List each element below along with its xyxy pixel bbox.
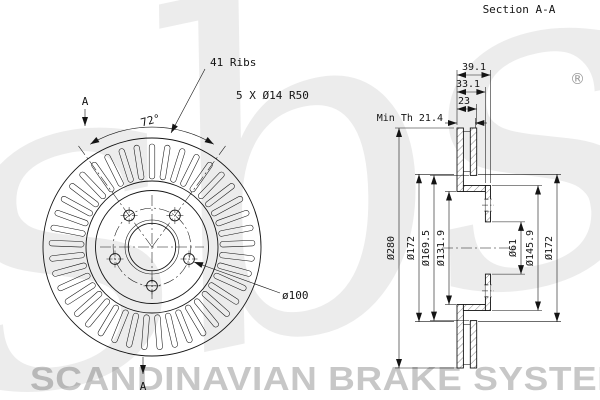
outboard-plate-bottom [456, 304, 464, 369]
hat-inner-label: Ø131.9 [435, 230, 447, 266]
disc-thickness-label: 23 [458, 96, 470, 107]
bolt-circle-leader-line [193, 261, 281, 294]
ribs-leader-line [170, 68, 206, 134]
bolt-pattern-label: 5 X Ø14 R50 [236, 89, 309, 102]
inboard-plate-bottom [469, 320, 478, 369]
friction-inner-right-label: Ø172 [543, 236, 555, 260]
friction-inner-circle [85, 180, 219, 314]
section-view: 39.1 33.1 23 Min Th 21.4 [377, 62, 561, 369]
hat-wall-bottom [462, 304, 486, 311]
center-bore-label: Ø61 [507, 239, 519, 257]
hat-width-label: 33.1 [456, 79, 480, 90]
diameter-dimensions-right: Ø61 Ø145.9 Ø172 [478, 174, 561, 322]
footer-watermark-text: SCANDINAVIAN BRAKE SYSTEMS [30, 360, 600, 397]
outboard-plate-top [456, 127, 464, 192]
min-thickness-label: Min Th 21.4 [377, 113, 443, 124]
flange-bolt-holes-hidden [482, 198, 494, 298]
registered-trademark-symbol: ® [570, 70, 585, 88]
hub-circle [95, 190, 209, 304]
diameter-dimensions-left: Ø280 Ø172 Ø169.5 Ø131.9 [385, 127, 469, 369]
section-marker-top-label: A [82, 95, 89, 108]
ribs-label: 41 Ribs [210, 56, 256, 69]
inboard-inner-label: Ø169.5 [420, 230, 432, 266]
angle-dimension-arc [90, 126, 214, 145]
front-view: 72° 41 Ribs 5 X Ø14 R50 ø100 A A [42, 56, 309, 393]
outer-dia-label: Ø280 [385, 236, 397, 260]
vent-vane-edges [463, 131, 471, 365]
angle-label: 72° [139, 112, 162, 130]
hat-wall-top [462, 185, 486, 192]
total-width-label: 39.1 [462, 62, 486, 73]
bolt-circle-label: ø100 [282, 289, 309, 302]
hat-outer-label: Ø145.9 [524, 230, 536, 266]
diameter-extension-lines-right [478, 174, 561, 322]
front-view-centerlines [77, 144, 227, 299]
friction-inner-left-label: Ø172 [405, 236, 417, 260]
section-title: Section A-A [483, 3, 556, 16]
width-dimensions: 39.1 33.1 23 Min Th 21.4 [377, 62, 491, 183]
section-marker-bottom-label: A [140, 380, 147, 393]
inboard-plate-top [469, 127, 478, 176]
